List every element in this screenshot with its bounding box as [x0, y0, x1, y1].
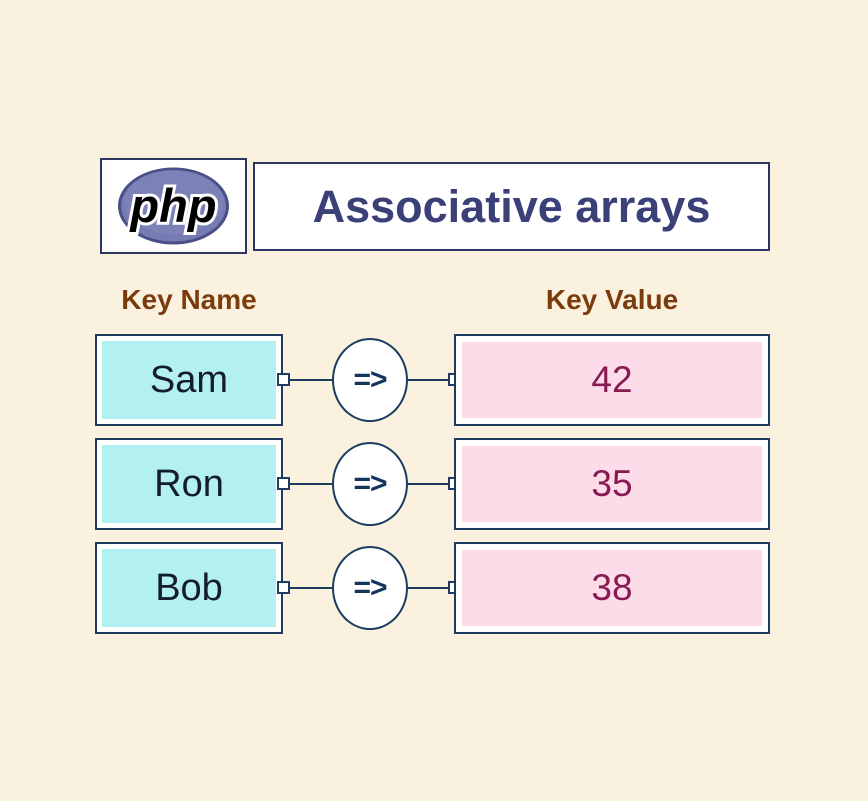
- connector-port-left: [277, 373, 290, 386]
- page-title: Associative arrays: [312, 180, 711, 232]
- array-row: Sam => 42: [95, 334, 770, 426]
- key-label: Ron: [102, 445, 276, 523]
- key-box: Ron: [95, 438, 283, 530]
- value-box: 38: [454, 542, 770, 634]
- column-header-key-name: Key Name: [121, 284, 257, 315]
- connector-port-left: [277, 477, 290, 490]
- value-label: 35: [462, 446, 762, 522]
- value-box: 35: [454, 438, 770, 530]
- key-label: Sam: [102, 341, 276, 419]
- arrow-label: =>: [353, 363, 387, 396]
- value-box: 42: [454, 334, 770, 426]
- connector-line-right: [408, 483, 448, 485]
- key-box: Sam: [95, 334, 283, 426]
- connector-port-left: [277, 581, 290, 594]
- php-logo-icon: php: [118, 167, 229, 245]
- arrow-label: =>: [353, 571, 387, 604]
- arrow-label: =>: [353, 467, 387, 500]
- connector-line-left: [290, 483, 332, 485]
- array-row: Bob => 38: [95, 542, 770, 634]
- array-row: Ron => 35: [95, 438, 770, 530]
- value-label: 38: [462, 550, 762, 626]
- connector-line-right: [408, 379, 448, 381]
- arrow-circle: =>: [332, 546, 408, 630]
- key-box: Bob: [95, 542, 283, 634]
- arrow-circle: =>: [332, 442, 408, 526]
- connector-line-left: [290, 379, 332, 381]
- php-logo-text: php: [128, 179, 216, 232]
- key-label: Bob: [102, 549, 276, 627]
- title-box: Associative arrays: [253, 162, 770, 251]
- connector-line-right: [408, 587, 448, 589]
- connector-line-left: [290, 587, 332, 589]
- arrow-circle: =>: [332, 338, 408, 422]
- php-logo-box: php: [100, 158, 247, 254]
- value-label: 42: [462, 342, 762, 418]
- column-header-key-value: Key Value: [545, 284, 679, 315]
